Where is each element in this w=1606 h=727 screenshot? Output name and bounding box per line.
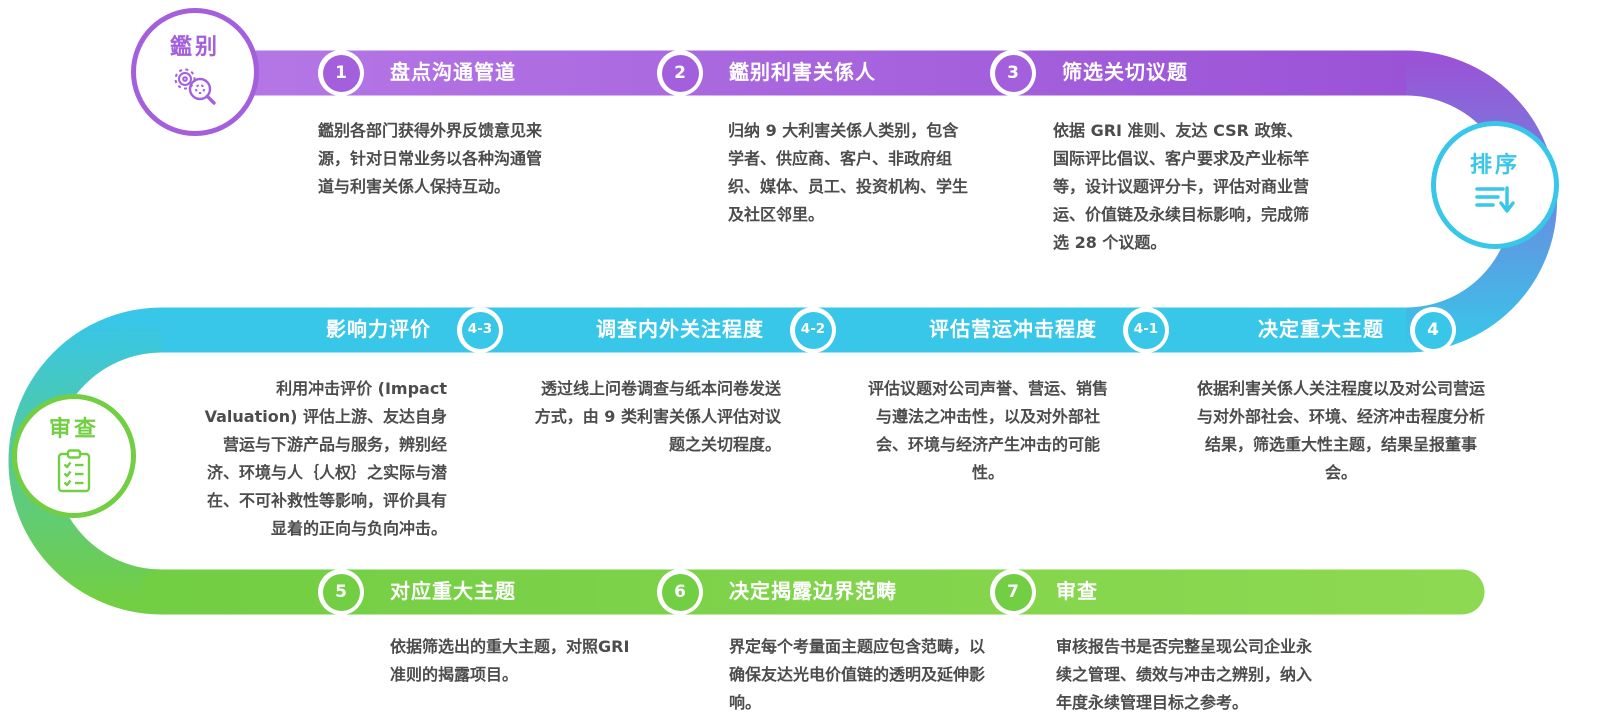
rank-phase-label: 排序 bbox=[1469, 152, 1520, 178]
identify-phase-label: 鑑别 bbox=[169, 34, 220, 60]
step-number-badge: 4-1 bbox=[1123, 307, 1169, 353]
step-number-badge: 4 bbox=[1410, 307, 1456, 353]
step-description: 评估议题对公司声誉、营运、销售与遵法之冲击性，以及对外部社会、环境与经济产生冲击… bbox=[867, 379, 1108, 482]
step-number: 4-1 bbox=[1127, 311, 1165, 349]
step-number: 4-3 bbox=[461, 311, 499, 349]
step-number: 4 bbox=[1414, 311, 1452, 349]
identify-phase-badge: 鑑别 bbox=[131, 8, 259, 136]
step-title: 审查 bbox=[1056, 579, 1098, 603]
step-description: 审核报告书是否完整呈现公司企业永续之管理、绩效与冲击之辨别，纳入年度永续管理目标… bbox=[1056, 637, 1313, 712]
step-description: 依据筛选出的重大主题，对照GRI 准则的揭露项目。 bbox=[390, 637, 630, 684]
step-description: 依据利害关係人关注程度以及对公司营运与对外部社会、环境、经济冲击程度分析结果，筛… bbox=[1196, 379, 1485, 482]
step-description: 利用冲击评价 (Impact Valuation) 评估上游、友达自身营运与下游… bbox=[204, 379, 447, 538]
step-description: 透过线上问卷调查与纸本问卷发送方式，由 9 类利害关係人评估对议题之关切程度。 bbox=[534, 379, 781, 454]
step-number: 5 bbox=[322, 573, 360, 611]
step-number-badge: 4-2 bbox=[790, 307, 836, 353]
step-description: 界定每个考量面主题应包含范畴，以确保友达光电价值链的透明及延伸影响。 bbox=[729, 637, 986, 712]
step-number-badge: 1 bbox=[318, 50, 364, 96]
step-number-badge: 2 bbox=[657, 50, 703, 96]
step-number: 2 bbox=[661, 54, 699, 92]
step-number: 6 bbox=[661, 573, 699, 611]
magnifier-gear-icon bbox=[174, 68, 216, 105]
step-number: 4-2 bbox=[794, 311, 832, 349]
step-number-badge: 6 bbox=[657, 569, 703, 615]
step-title: 影响力评价 bbox=[326, 317, 431, 341]
step-description: 依据 GRI 准则、友达 CSR 政策、国际评比倡议、客户要求及产业标竿等，设计… bbox=[1053, 121, 1310, 252]
step-title: 盘点沟通管道 bbox=[390, 60, 516, 84]
step-title: 决定重大主题 bbox=[1258, 317, 1384, 341]
step-title: 筛选关切议题 bbox=[1062, 60, 1188, 84]
checklist-clipboard-icon bbox=[57, 448, 91, 492]
step-number: 3 bbox=[994, 54, 1032, 92]
step-description: 鑑别各部门获得外界反馈意见来源，针对日常业务以各种沟通管道与利害关係人保持互动。 bbox=[318, 121, 543, 196]
step-title: 决定揭露边界范畴 bbox=[729, 579, 897, 603]
step-number: 1 bbox=[322, 54, 360, 92]
step-title: 对应重大主题 bbox=[390, 579, 516, 603]
step-number: 7 bbox=[994, 573, 1032, 611]
sort-descending-icon bbox=[1475, 185, 1515, 213]
review-phase-label: 审查 bbox=[48, 416, 99, 442]
step-title: 鑑别利害关係人 bbox=[729, 60, 876, 84]
step-number-badge: 5 bbox=[318, 569, 364, 615]
review-phase-badge: 审查 bbox=[12, 394, 136, 518]
step-number-badge: 3 bbox=[990, 50, 1036, 96]
step-title: 评估营运冲击程度 bbox=[929, 317, 1097, 341]
step-number-badge: 7 bbox=[990, 569, 1036, 615]
step-description: 归纳 9 大利害关係人类别，包含学者、供应商、客户、非政府组织、媒体、员工、投资… bbox=[728, 121, 969, 224]
rank-phase-badge: 排序 bbox=[1431, 121, 1559, 249]
step-number-badge: 4-3 bbox=[457, 307, 503, 353]
step-title: 调查内外关注程度 bbox=[596, 317, 764, 341]
